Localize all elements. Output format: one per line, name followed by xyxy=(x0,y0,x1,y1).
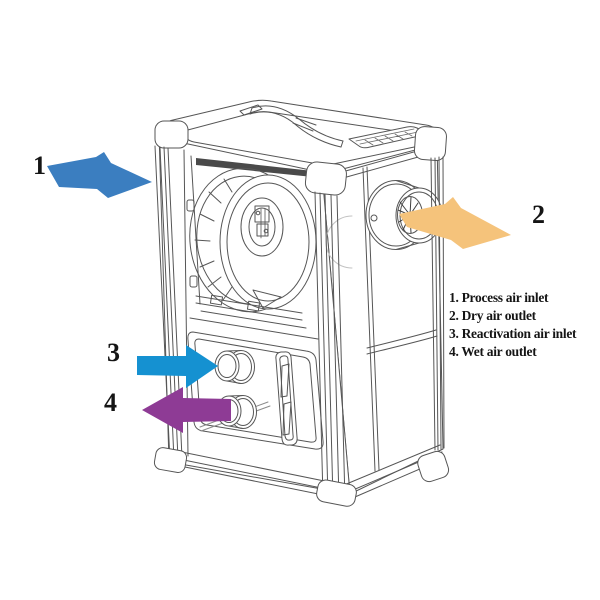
arrow-number-3: 3 xyxy=(107,338,120,367)
dry-air-fan-duct xyxy=(365,180,443,250)
middle-foot xyxy=(316,479,357,507)
legend-item: 1. Process air inlet xyxy=(449,290,549,305)
dry-air-outlet-arrow xyxy=(399,197,511,249)
wet-air-outlet-arrow xyxy=(142,387,231,433)
desiccant-rotor xyxy=(186,155,317,329)
airflow-arrows xyxy=(47,152,511,433)
legend-item: 3. Reactivation air inlet xyxy=(449,326,577,341)
reactivation-air-inlet-arrow xyxy=(137,345,218,388)
base-and-feet xyxy=(153,444,450,507)
vent-slot xyxy=(275,351,298,446)
right-foot xyxy=(417,450,450,483)
reactivation-air-port xyxy=(214,350,255,384)
right-pillar xyxy=(413,126,447,451)
carry-handle xyxy=(239,104,344,148)
legend-item: 2. Dry air outlet xyxy=(449,308,536,323)
legend: 1. Process air inlet 2. Dry air outlet 3… xyxy=(449,289,600,361)
left-foot xyxy=(153,447,188,474)
left-pillar xyxy=(154,120,189,462)
legend-item: 4. Wet air outlet xyxy=(449,344,537,359)
rotor-hub-motor xyxy=(240,197,284,257)
rotor-opening-band xyxy=(196,158,313,177)
process-air-inlet-arrow xyxy=(47,152,152,198)
arrow-number-2: 2 xyxy=(532,200,545,229)
middle-pillar xyxy=(304,161,347,502)
arrow-number-4: 4 xyxy=(104,388,117,417)
front-divider-seam xyxy=(189,317,319,340)
arrow-number-1: 1 xyxy=(33,151,46,180)
